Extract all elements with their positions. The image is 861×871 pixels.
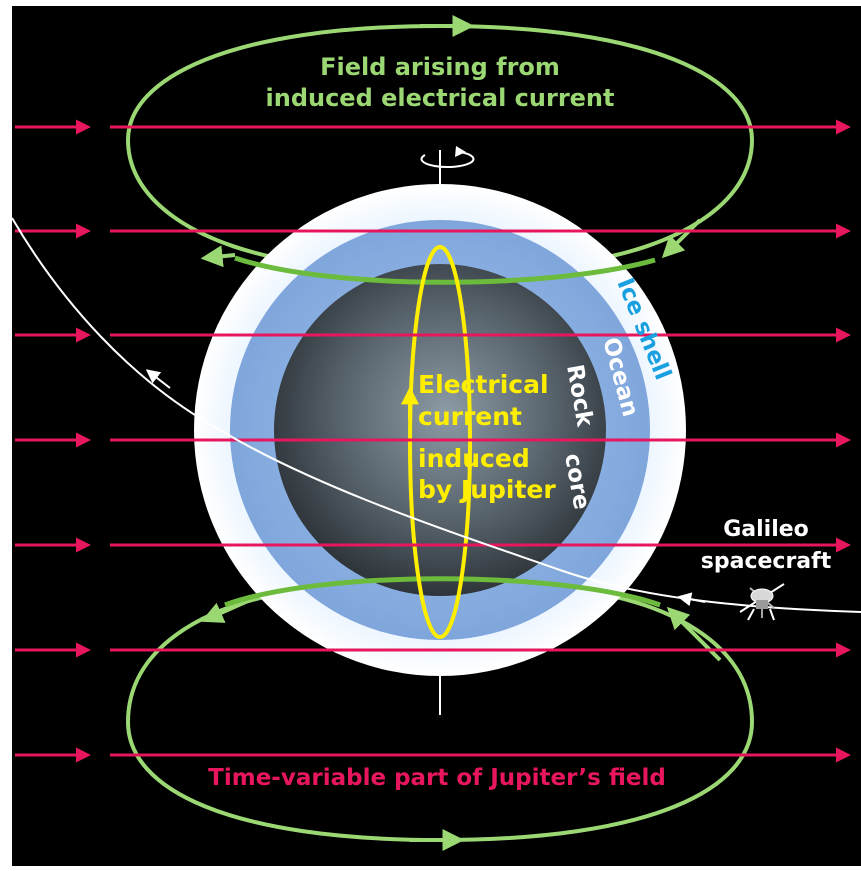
current-label-line1: Electrical (418, 370, 549, 399)
induced-field-title-line2: induced electrical current (266, 84, 615, 112)
induced-field-arrow-lower-right (666, 606, 722, 662)
trajectory-arrow-left (145, 369, 171, 389)
jupiter-field-label: Time-variable part of Jupiter’s field (208, 765, 666, 791)
current-label-line4: by Jupiter (418, 475, 556, 504)
induced-field-title-line1: Field arising from (320, 53, 560, 81)
rotation-arrow-icon (420, 146, 475, 169)
induced-field-arrow-lower-left (200, 598, 251, 623)
induced-current-loop (408, 245, 472, 639)
induced-field-arrow-upper-right (661, 218, 702, 259)
induced-field-loop-upper (125, 24, 441, 264)
galileo-label-line1: Galileo (723, 517, 809, 542)
rock-core (274, 264, 606, 596)
trajectory-arrow-right (677, 592, 706, 607)
induced-field-arrow-upper-left (200, 245, 236, 268)
current-label-line3: induced (418, 444, 530, 473)
current-label-line2: current (418, 402, 522, 431)
induced-field-front-upper (234, 255, 656, 285)
induced-field-front-lower (224, 576, 661, 608)
jupiter-field-lines (15, 119, 851, 763)
galileo-label-line2: spacecraft (701, 549, 832, 574)
galileo-spacecraft-icon (739, 583, 785, 621)
